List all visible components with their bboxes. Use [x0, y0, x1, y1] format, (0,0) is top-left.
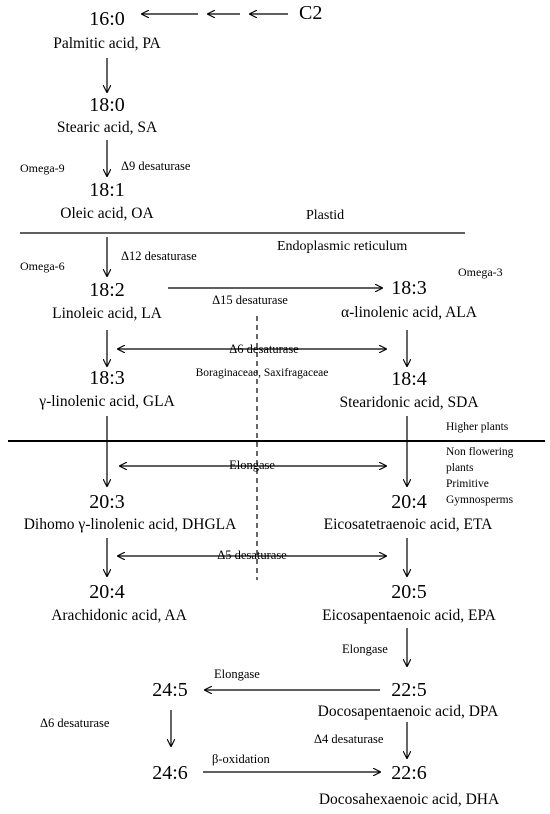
beta-oxidation-label: β-oxidation: [212, 752, 270, 766]
pa-code: 16:0: [89, 8, 125, 30]
eta-code: 20:4: [391, 491, 427, 513]
dha-code: 22:6: [391, 762, 427, 784]
d5-desaturase-label: Δ5 desaturase: [217, 548, 287, 562]
sa-name: Stearic acid, SA: [56, 119, 158, 136]
gla-code: 18:3: [89, 367, 125, 389]
plastid-label: Plastid: [306, 208, 345, 223]
epa-name: Eicosapentaenoic acid, EPA: [322, 607, 496, 624]
oa-code: 18:1: [89, 179, 125, 201]
d6-desaturase-label-2: Δ6 desaturase: [40, 716, 110, 730]
primitive-label: Primitive: [446, 478, 489, 490]
c245-code: 24:5: [152, 679, 188, 701]
d6-desaturase-label: Δ6 desaturase: [229, 342, 299, 356]
d4-desaturase-label: Δ4 desaturase: [314, 732, 384, 746]
sda-name: Stearidonic acid, SDA: [339, 394, 479, 411]
dhgla-code: 20:3: [89, 491, 125, 513]
sa-code: 18:0: [89, 94, 125, 116]
elongase-label-2: Elongase: [342, 642, 388, 656]
aa-code: 20:4: [89, 581, 125, 603]
elongase-label-1: Elongase: [229, 458, 275, 472]
gymnosperms-label: Gymnosperms: [446, 494, 514, 506]
ala-code: 18:3: [391, 277, 427, 299]
d15-desaturase-label: Δ15 desaturase: [212, 293, 288, 307]
er-label: Endoplasmic reticulum: [277, 239, 408, 254]
dpa-name: Docosapentaenoic acid, DPA: [317, 703, 499, 720]
omega9-label: Omega-9: [20, 161, 65, 175]
c246-code: 24:6: [152, 762, 188, 784]
non-flowering-label: Non flowering: [446, 446, 514, 458]
omega6-label: Omega-6: [20, 259, 65, 273]
elongase-label-3: Elongase: [214, 667, 260, 681]
sda-code: 18:4: [391, 368, 427, 390]
ala-name: α-linolenic acid, ALA: [341, 304, 477, 321]
c2-label: C2: [299, 2, 323, 24]
higher-plants-label: Higher plants: [446, 421, 509, 433]
aa-name: Arachidonic acid, AA: [51, 607, 187, 624]
omega3-label: Omega-3: [458, 265, 503, 279]
d9-desaturase-label: Δ9 desaturase: [121, 159, 191, 173]
dpa-code: 22:5: [391, 679, 427, 701]
gla-name: γ-linolenic acid, GLA: [39, 393, 175, 410]
families-label: Boraginaceae, Saxifragaceae: [195, 367, 329, 379]
oa-name: Oleic acid, OA: [60, 205, 154, 222]
plants-label: plants: [446, 462, 474, 474]
epa-code: 20:5: [391, 581, 427, 603]
d12-desaturase-label: Δ12 desaturase: [121, 249, 197, 263]
la-name: Linoleic acid, LA: [52, 305, 162, 322]
dha-name: Docosahexaenoic acid, DHA: [318, 791, 500, 808]
eta-name: Eicosatetraenoic acid, ETA: [323, 516, 493, 533]
la-code: 18:2: [89, 279, 125, 301]
pa-name: Palmitic acid, PA: [53, 35, 161, 52]
dhgla-name: Dihomo γ-linolenic acid, DHGLA: [23, 516, 237, 533]
